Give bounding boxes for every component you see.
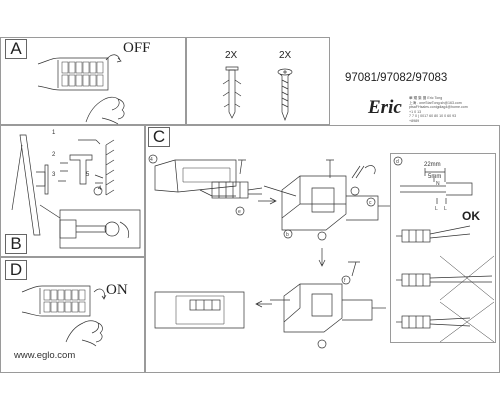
step-4-circle (148, 154, 158, 164)
connector-detail-top (263, 159, 390, 241)
arrow-right (258, 197, 277, 205)
panel-d (0, 257, 145, 373)
website: www.eglo.com (14, 350, 76, 361)
panel-hardware (186, 37, 330, 125)
step-4b: 4 (98, 186, 102, 192)
step-b: b (286, 232, 289, 238)
mounting-side-view (11, 134, 141, 249)
signature-line: +1 0 13 (409, 109, 422, 114)
on-label: ON (106, 282, 128, 298)
step-5: 5 (86, 172, 90, 178)
signature-line: ptsaFHsales.conigdiag4@home.com (409, 105, 468, 110)
step-d-circle (393, 156, 403, 166)
section-d-label: D (5, 260, 27, 280)
luminaire-body-top (154, 159, 237, 197)
incorrect-wiring-2 (396, 301, 495, 343)
dowel-quantity: 2X (225, 50, 238, 61)
screw-quantity: 2X (279, 50, 292, 61)
section-a-label: A (5, 39, 27, 59)
step-1: 1 (52, 130, 56, 136)
section-b-label: B (5, 234, 27, 254)
luminaire-body-bottom (154, 291, 245, 329)
step-c: c (369, 200, 372, 206)
dimension-22mm: 22mm (424, 162, 441, 168)
step-e: e (238, 209, 241, 215)
live-label-1: L (435, 206, 438, 212)
switch-off-illustration (37, 54, 125, 125)
signature-line: 華 耀 集 團 Eric Tong (409, 96, 443, 100)
connector-detail-bottom (270, 261, 386, 349)
panel-wiring-detail (390, 153, 496, 343)
step-2: 2 (52, 152, 56, 158)
neutral-label: N (436, 181, 440, 187)
incorrect-wiring-1 (396, 255, 495, 301)
step-d: d (396, 159, 399, 165)
signature-name: Eric (368, 97, 402, 118)
panel-b (0, 125, 145, 257)
correct-wiring (396, 225, 471, 243)
ok-label: OK (462, 209, 480, 223)
dimension-5mm: 5mm (428, 174, 441, 180)
arrow-down (318, 248, 326, 267)
signature-contact-block: 華 耀 集 團 Eric Tong 上海 . oneStarTong.sh@16… (409, 96, 487, 124)
arrow-left (255, 300, 272, 308)
wall-plug-icon (222, 66, 242, 119)
off-label: OFF (123, 40, 151, 56)
strip-length-diagram (400, 168, 473, 204)
signature-line: 上海 . oneStarTong.sh@163.com (409, 100, 462, 105)
signature-line: 7 7 0 ) 0017 60 80 10 0 60 93 (409, 114, 457, 119)
step-4: 4 (150, 157, 153, 163)
screw-icon (277, 68, 293, 121)
switch-on-illustration (21, 285, 107, 347)
step-f: f (344, 278, 346, 284)
model-numbers: 97081/97082/97083 (345, 72, 448, 84)
panel-a (0, 37, 186, 125)
section-c-label: C (148, 127, 170, 147)
terminal-block-step-a (211, 159, 263, 216)
live-label-2: L (444, 206, 447, 212)
signature-line: +8989 (409, 118, 420, 123)
step-3: 3 (52, 172, 56, 178)
